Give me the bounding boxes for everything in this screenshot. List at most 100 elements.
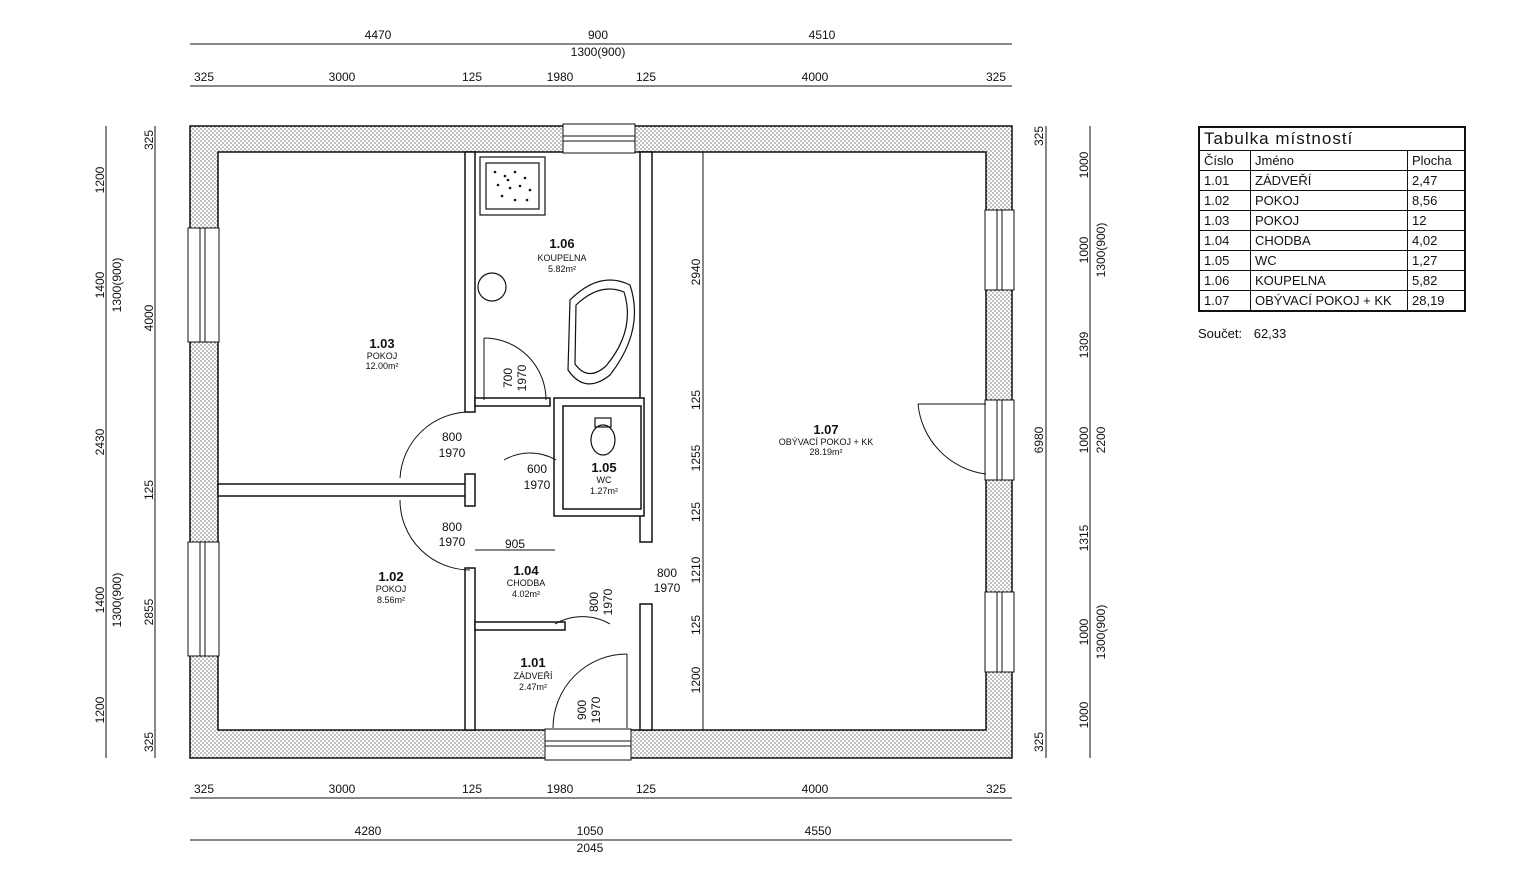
- dim-right-outer-10: 1000: [1077, 701, 1091, 728]
- dim-top-inner-4: 1980: [547, 70, 574, 84]
- room-1-02-area: 8.56m²: [377, 595, 405, 605]
- dim-left-outer-4: 2430: [93, 428, 107, 455]
- dim-right-outer-4: 1309: [1077, 331, 1091, 358]
- door-swings: [399, 337, 987, 729]
- room-labels: 1.03 POKOJ 12.00m² 1.02 POKOJ 8.56m² 1.0…: [365, 236, 873, 692]
- toilet: [590, 424, 616, 456]
- room-1-04-name: CHODBA: [507, 578, 546, 588]
- table-row: 1.05 WC 1,27: [1198, 250, 1466, 271]
- dim-right-outer-9: 1300(900): [1094, 605, 1108, 660]
- dim-top-inner-7: 325: [986, 70, 1006, 84]
- cell-name: KOUPELNA: [1250, 270, 1408, 291]
- dim-living-5: 1210: [689, 556, 703, 583]
- dim-top-inner-2: 3000: [329, 70, 356, 84]
- dim-left-outer-6: 1300(900): [110, 573, 124, 628]
- dim-right-inner-2: 6980: [1032, 426, 1046, 453]
- room-1-03-area: 12.00m²: [365, 361, 398, 371]
- door-1-03-width: 800: [442, 430, 462, 444]
- cell-number: 1.07: [1198, 290, 1251, 312]
- dim-right-outer-2: 1000: [1077, 236, 1091, 263]
- room-1-06-area: 5.82m²: [548, 264, 576, 274]
- sum-value: 62,33: [1253, 326, 1287, 341]
- dim-left-outer-2: 1400: [93, 271, 107, 298]
- door-1-04-width: 800: [587, 592, 601, 612]
- header-name: Jméno: [1250, 150, 1408, 171]
- cell-name: WC: [1250, 250, 1408, 271]
- outer-walls: [189, 125, 1013, 759]
- dim-bottom-inner-4: 1980: [547, 782, 574, 796]
- dim-bottom-inner-6: 4000: [802, 782, 829, 796]
- dim-right-outer-8: 1000: [1077, 618, 1091, 645]
- room-1-02-name: POKOJ: [376, 584, 407, 594]
- dim-top-overall-2: 900: [588, 28, 608, 42]
- dim-top-inner-5: 125: [636, 70, 656, 84]
- dim-left-inner-4: 2855: [142, 598, 156, 625]
- dim-bottom-inner-1: 325: [194, 782, 214, 796]
- cell-area: 1,27: [1407, 250, 1466, 271]
- dimension-lines: [105, 43, 1091, 841]
- dim-top-overall-1: 4470: [365, 28, 392, 42]
- dim-left-outer-7: 1200: [93, 696, 107, 723]
- room-table: Tabulka místností Číslo Jméno Plocha 1.0…: [1198, 126, 1466, 312]
- door-1-07-width: 800: [657, 566, 677, 580]
- dim-living-6: 125: [689, 615, 703, 635]
- cell-area: 28,19: [1407, 290, 1466, 312]
- door-1-01-width: 900: [575, 700, 589, 720]
- door-1-02-width: 800: [442, 520, 462, 534]
- dim-bottom-inner-3: 125: [462, 782, 482, 796]
- hall-width: 905: [505, 537, 525, 551]
- table-row: 1.03 POKOJ 12: [1198, 210, 1466, 231]
- door-1-07-height: 1970: [654, 581, 681, 595]
- sink: [477, 272, 507, 302]
- table-row: 1.06 KOUPELNA 5,82: [1198, 270, 1466, 291]
- cell-name: POKOJ: [1250, 210, 1408, 231]
- table-row: 1.07 OBÝVACÍ POKOJ + KK 28,19: [1198, 290, 1466, 312]
- cell-area: 4,02: [1407, 230, 1466, 251]
- header-area: Plocha: [1407, 150, 1466, 171]
- room-1-04-number: 1.04: [513, 563, 539, 578]
- cell-number: 1.03: [1198, 210, 1251, 231]
- room-1-04-area: 4.02m²: [512, 589, 540, 599]
- dim-living-4: 125: [689, 502, 703, 522]
- table-row: 1.01 ZÁDVEŘÍ 2,47: [1198, 170, 1466, 191]
- bathroom-fixtures: [477, 156, 636, 456]
- dim-left-inner-3: 125: [142, 480, 156, 500]
- door-1-06-width: 700: [501, 368, 515, 388]
- dim-living-7: 1200: [689, 666, 703, 693]
- cell-number: 1.01: [1198, 170, 1251, 191]
- room-1-03-name: POKOJ: [367, 351, 398, 361]
- door-1-02-height: 1970: [439, 535, 466, 549]
- room-1-02-number: 1.02: [378, 569, 403, 584]
- dim-right-outer-3: 1300(900): [1094, 223, 1108, 278]
- cell-number: 1.06: [1198, 270, 1251, 291]
- room-table-title: Tabulka místností: [1198, 126, 1466, 151]
- dim-right-inner-3: 325: [1032, 732, 1046, 752]
- dim-bottom-overall-1: 4280: [355, 824, 382, 838]
- cell-name: OBÝVACÍ POKOJ + KK: [1250, 290, 1408, 312]
- interior-walls: [217, 151, 653, 731]
- dim-bottom-overall-3: 4550: [805, 824, 832, 838]
- door-1-05-height: 1970: [524, 478, 551, 492]
- door-1-05-width: 600: [527, 462, 547, 476]
- dim-left-outer-1: 1200: [93, 166, 107, 193]
- dimension-labels: 4470 900 4510 1300(900) 325 3000 125 198…: [93, 28, 1108, 855]
- dim-right-outer-7: 1315: [1077, 524, 1091, 551]
- door-1-01-height: 1970: [589, 696, 603, 723]
- shower-dots: [493, 170, 532, 202]
- room-1-05-name: WC: [597, 475, 612, 485]
- room-1-01-area: 2.47m²: [519, 682, 547, 692]
- dim-left-inner-2: 4000: [142, 304, 156, 331]
- table-row: 1.02 POKOJ 8,56: [1198, 190, 1466, 211]
- dim-top-inner-6: 4000: [802, 70, 829, 84]
- dim-bottom-inner-5: 125: [636, 782, 656, 796]
- dim-left-outer-5: 1400: [93, 586, 107, 613]
- room-table-header: Číslo Jméno Plocha: [1198, 150, 1466, 171]
- room-1-07-number: 1.07: [813, 422, 838, 437]
- room-1-06-number: 1.06: [549, 236, 574, 251]
- bathtub: [567, 279, 636, 385]
- dim-left-inner-5: 325: [142, 732, 156, 752]
- dim-bottom-overall-2: 1050: [577, 824, 604, 838]
- room-1-07-area: 28.19m²: [809, 447, 842, 457]
- room-1-07-name: OBÝVACÍ POKOJ + KK: [779, 437, 874, 447]
- dim-right-outer-1: 1000: [1077, 151, 1091, 178]
